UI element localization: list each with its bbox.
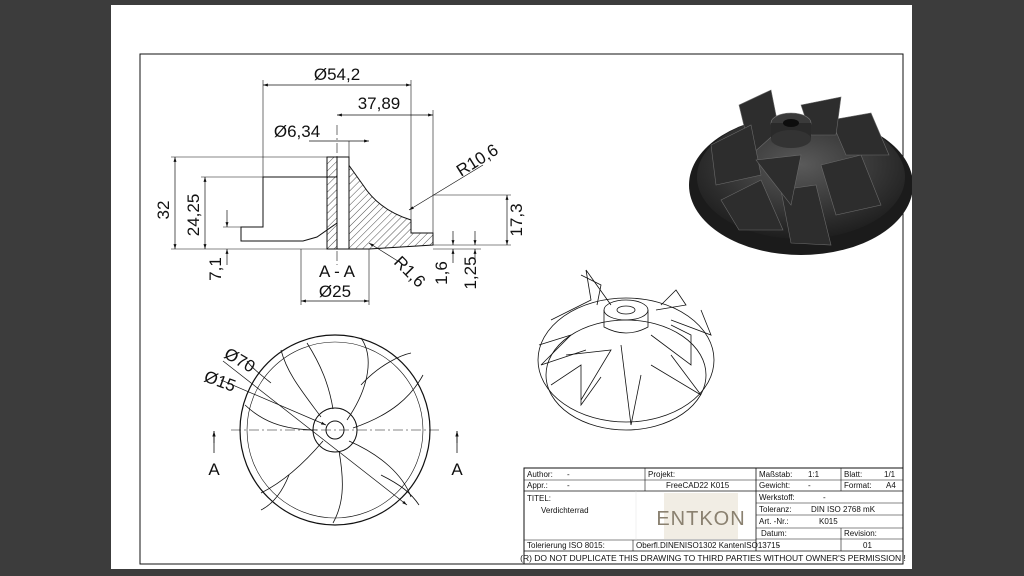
revision-label: Revision: — [844, 529, 877, 538]
titel-value: Verdichterrad — [541, 506, 589, 515]
blatt-value: 1/1 — [884, 470, 896, 479]
copyright-notice: (R) DO NOT DUPLICATE THIS DRAWING TO THI… — [520, 553, 906, 563]
top-view: Ø70 Ø15 A A — [202, 334, 463, 526]
dim-3789: 37,89 — [358, 94, 401, 113]
datum-value: - — [777, 541, 780, 550]
dim-h71: 7,1 — [206, 257, 225, 281]
dim-d634: Ø6,34 — [274, 122, 320, 141]
isometric-line-view — [537, 269, 715, 431]
gewicht-value: - — [808, 481, 811, 490]
cut-marker-left: A — [208, 460, 220, 479]
dim-d15: Ø15 — [202, 367, 239, 396]
cut-marker-right: A — [451, 460, 463, 479]
massstab-label: Maßstab: — [759, 470, 792, 479]
appr-value: - — [567, 481, 570, 490]
toleranz-label: Toleranz: — [759, 505, 791, 514]
dim-h2425: 24,25 — [184, 194, 203, 237]
author-value: - — [567, 470, 570, 479]
dim-d25: Ø25 — [319, 282, 351, 301]
logo-text: ENTKON — [656, 508, 745, 530]
projekt-label: Projekt: — [648, 470, 675, 479]
titel-label: TITEL: — [527, 494, 551, 503]
format-label: Format: — [844, 481, 872, 490]
werkstoff-label: Werkstoff: — [759, 493, 795, 502]
dim-r16: R1,6 — [390, 252, 429, 291]
gewicht-label: Gewicht: — [759, 481, 790, 490]
sheet-border — [139, 53, 904, 565]
oberfl-text: Oberfl.DINENISO1302 KantenISO13715 — [636, 541, 781, 550]
blatt-label: Blatt: — [844, 470, 862, 479]
tolerierung-text: Tolerierung ISO 8015: — [527, 541, 605, 550]
dim-h16: 1,6 — [432, 261, 451, 285]
werkstoff-value: - — [823, 493, 826, 502]
art-label: Art. -Nr.: — [759, 517, 789, 526]
section-view: Ø54,2 37,89 Ø6,34 R10,6 32 24,25 17,3 7,… — [154, 65, 526, 305]
format-value: A4 — [886, 481, 896, 490]
isometric-render-view — [689, 89, 912, 255]
projekt-value: FreeCAD22 K015 — [666, 481, 730, 490]
section-label: A - A — [319, 262, 356, 281]
datum-label: Datum: — [761, 529, 787, 538]
art-value: K015 — [819, 517, 838, 526]
author-label: Author: — [527, 470, 553, 479]
technical-drawing: Ø54,2 37,89 Ø6,34 R10,6 32 24,25 17,3 7,… — [139, 53, 912, 565]
dim-h173: 17,3 — [507, 203, 526, 236]
revision-value: 01 — [863, 541, 872, 550]
dim-d54: Ø54,2 — [314, 65, 360, 84]
title-block: Author: - Appr.: - Projekt: FreeCAD22 K0… — [520, 467, 906, 565]
dim-h125: 1,25 — [461, 256, 480, 289]
dim-d70: Ø70 — [221, 344, 258, 377]
entkon-logo — [664, 493, 738, 539]
appr-label: Appr.: — [527, 481, 548, 490]
dim-r106: R10,6 — [453, 140, 502, 180]
toleranz-value: DIN ISO 2768 mK — [811, 505, 876, 514]
drawing-sheet: Ø54,2 37,89 Ø6,34 R10,6 32 24,25 17,3 7,… — [111, 5, 912, 569]
dim-h32: 32 — [154, 201, 173, 220]
massstab-value: 1:1 — [808, 470, 820, 479]
